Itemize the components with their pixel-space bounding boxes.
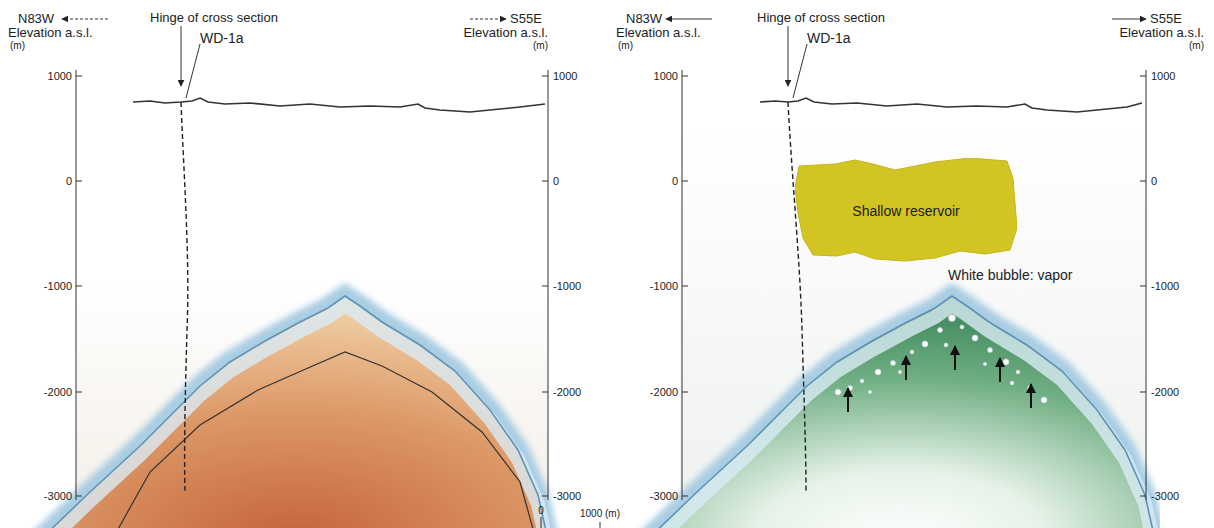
- label: -3000: [44, 490, 72, 502]
- vapor-bubble: [922, 341, 928, 347]
- label: S55E: [510, 12, 542, 26]
- label: -1000: [1151, 280, 1179, 292]
- vapor-bubble: [972, 335, 978, 341]
- vapor-bubble: [944, 343, 948, 347]
- label: 0: [553, 175, 559, 187]
- label: N83W: [626, 12, 662, 26]
- label: N83W: [18, 12, 54, 26]
- vapor-bubble: [835, 389, 841, 395]
- well-trace: [788, 102, 806, 492]
- label: -2000: [650, 386, 678, 398]
- vapor-bubble: [938, 328, 943, 333]
- label: 1000: [48, 70, 72, 82]
- label: WD-1a: [200, 31, 244, 46]
- vapor-bubble: [910, 350, 914, 354]
- vapor-bubble: [1010, 381, 1014, 385]
- label: (m): [10, 40, 25, 51]
- label: 1000: [553, 70, 577, 82]
- vapor-bubble: [983, 362, 987, 366]
- leader-line: [793, 44, 807, 98]
- left-section: [40, 285, 548, 528]
- label: WD-1a: [807, 31, 851, 46]
- vapor-bubble: [1016, 370, 1020, 374]
- label: -2000: [44, 386, 72, 398]
- label: Hinge of cross section: [150, 11, 278, 25]
- label: White bubble: vapor: [948, 268, 1073, 283]
- vapor-bubble: [988, 348, 993, 353]
- vapor-bubble: [868, 390, 872, 394]
- vapor-bubble: [949, 315, 956, 322]
- vapor-bubble: [875, 369, 881, 375]
- contour-line: [112, 352, 536, 528]
- ground-surface: [760, 98, 1142, 112]
- right-section: [647, 125, 1155, 528]
- label: -3000: [553, 490, 581, 502]
- label: -3000: [1151, 490, 1179, 502]
- label: Hinge of cross section: [757, 11, 885, 25]
- leader-line: [186, 44, 200, 98]
- reservoir-region: Shallow reservoir: [795, 158, 1017, 264]
- axis-ticks: [682, 70, 1146, 500]
- label: 0: [1151, 175, 1157, 187]
- vapor-bubble: [860, 379, 864, 383]
- label: Elevation a.s.l.: [616, 26, 701, 40]
- label: 0: [538, 505, 544, 516]
- label: 1000 (m): [580, 508, 620, 519]
- vapor-bubble: [898, 370, 902, 374]
- label: -3000: [650, 490, 678, 502]
- label: (m): [618, 40, 633, 51]
- vapor-bubble: [960, 325, 964, 329]
- well-trace: [181, 102, 188, 492]
- label: 1000: [654, 70, 678, 82]
- label: -1000: [553, 280, 581, 292]
- direction-arrow: [470, 19, 506, 20]
- region-label: Shallow reservoir: [852, 203, 959, 219]
- label: -2000: [553, 386, 581, 398]
- vapor-bubble: [891, 361, 896, 366]
- axis-ticks: [76, 70, 548, 500]
- ground-surface: [133, 98, 545, 112]
- label: Elevation a.s.l.: [8, 26, 93, 40]
- label: S55E: [1150, 12, 1182, 26]
- label: 0: [66, 175, 72, 187]
- label: Elevation a.s.l.: [1119, 26, 1204, 40]
- label: (m): [1189, 40, 1204, 51]
- direction-arrow: [1112, 19, 1146, 20]
- label: -1000: [650, 280, 678, 292]
- label: 1000: [1151, 70, 1175, 82]
- label: Elevation a.s.l.: [463, 26, 548, 40]
- direction-arrow: [666, 19, 712, 20]
- label: -2000: [1151, 386, 1179, 398]
- vapor-bubble: [1003, 359, 1009, 365]
- hinge-arrow: [181, 26, 182, 86]
- vapor-bubble: [1041, 397, 1047, 403]
- hinge-arrow: [788, 26, 789, 86]
- direction-arrow: [62, 19, 108, 20]
- vapor-bubbles: [835, 315, 1047, 404]
- upflow-arrows: [848, 346, 1031, 412]
- label: (m): [533, 40, 548, 51]
- label: 0: [672, 175, 678, 187]
- label: -1000: [44, 280, 72, 292]
